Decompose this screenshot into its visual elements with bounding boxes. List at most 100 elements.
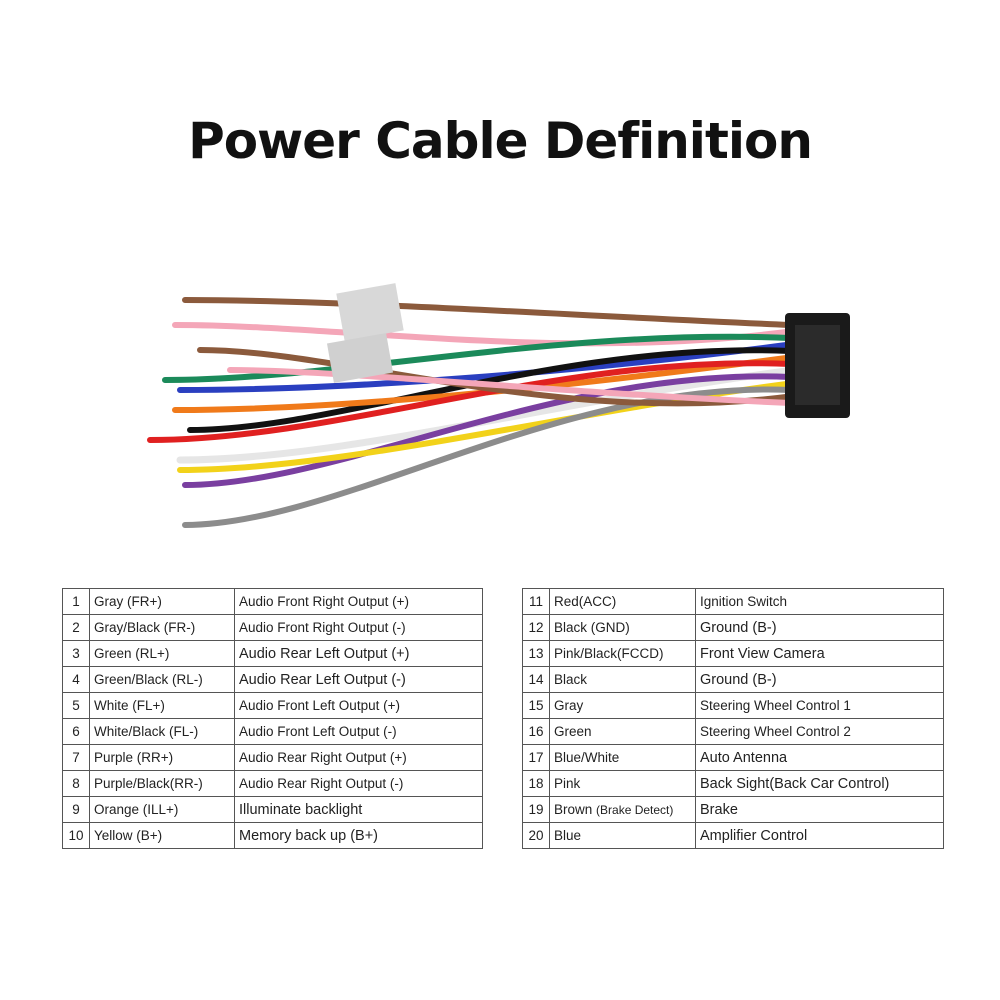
wire-function: Front View Camera [695,640,944,667]
pin-number: 1 [62,588,90,615]
pin-number: 10 [62,822,90,849]
table-row: 2 Gray/Black (FR-) Audio Front Right Outpu… [62,614,483,641]
wire-color-label: Black (GND) [554,620,630,635]
wire-color-label: Blue/White [554,750,620,765]
page-title: Power Cable Definition [188,112,813,170]
wire-color: Green/Black (RL-) [89,666,235,693]
wire [172,322,793,347]
wire-color-label: White/Black (FL-) [94,724,199,739]
pin-number: 6 [62,718,90,745]
table-row: 7 Purple (RR+) Audio Rear Right Output (+) [62,744,483,771]
wire-color-label: Red(ACC) [554,594,617,609]
wire-function: Ground (B-) [695,666,944,693]
pin-number: 13 [522,640,550,667]
wire-function: Ignition Switch [695,588,944,615]
wire-color: Gray/Black (FR-) [89,614,235,641]
table-row: 15 Gray Steering Wheel Control 1 [522,692,944,719]
wire-color-label: Yellow (B+) [94,828,163,843]
wire [147,360,793,443]
wire-labels [326,283,404,383]
wire-color-label: Green/Black (RL-) [94,672,203,687]
wire-color: Gray [549,692,696,719]
wire-function: Audio Rear Left Output (-) [234,666,483,693]
wire-color: Black [549,666,696,693]
power-cable-harness-image [147,283,850,528]
pin-number: 16 [522,718,550,745]
table-row: 13 Pink/Black(FCCD) Front View Camera [522,640,944,667]
wire-color-label: White (FL+) [94,698,165,713]
pin-number: 9 [62,796,90,823]
wire-color: Brown (Brake Detect) [549,796,696,823]
wire-function: Audio Rear Right Output (+) [234,744,483,771]
wire-color-label: Black [554,672,588,687]
wire-function: Ground (B-) [695,614,944,641]
wire-color: Pink/Black(FCCD) [549,640,696,667]
wire-color-label: Blue [554,828,582,843]
pin-number: 19 [522,796,550,823]
table-row: 6 White/Black (FL-) Audio Front Left Outpu… [62,718,483,745]
wire [182,386,793,528]
pin-number: 12 [522,614,550,641]
wire-color-label: Purple (RR+) [94,750,174,765]
table-row: 16 Green Steering Wheel Control 2 [522,718,944,745]
pin-number: 5 [62,692,90,719]
wire-color-label: Orange (ILL+) [94,802,179,817]
wire-function: Audio Front Right Output (-) [234,614,483,641]
wire-color: White (FL+) [89,692,235,719]
pin-number: 4 [62,666,90,693]
wire-function: Amplifier Control [695,822,944,849]
wire-color-label: Pink [554,776,581,791]
wire-color: Yellow (B+) [89,822,235,849]
wire [177,341,793,393]
pin-number: 17 [522,744,550,771]
wire-color: White/Black (FL-) [89,718,235,745]
pin-number: 7 [62,744,90,771]
wire-color: Pink [549,770,696,797]
wire-function: Audio Front Right Output (+) [234,588,483,615]
wire-color: Purple/Black(RR-) [89,770,235,797]
wire-function: Audio Front Left Output (-) [234,718,483,745]
table-row: 17 Blue/White Auto Antenna [522,744,944,771]
wire-color: Orange (ILL+) [89,796,235,823]
wire-function: Steering Wheel Control 1 [695,692,944,719]
pin-number: 14 [522,666,550,693]
wire-color-label: Gray/Black (FR-) [94,620,196,635]
wire-color: Red(ACC) [549,588,696,615]
pin-number: 15 [522,692,550,719]
wire-function: Illuminate backlight [234,796,483,823]
pin-number: 3 [62,640,90,667]
wire [162,333,793,383]
wire-color-label: Purple/Black(RR-) [94,776,203,791]
wire-function: Back Sight(Back Car Control) [695,770,944,797]
wire-color-label: Brown [554,802,593,817]
wire-color-note: (Brake Detect) [596,803,674,817]
wire-function: Steering Wheel Control 2 [695,718,944,745]
wire [227,367,793,406]
wire-color: Gray (FR+) [89,588,235,615]
wire-function: Audio Front Left Output (+) [234,692,483,719]
wire-color: Green [549,718,696,745]
wire-color: Blue [549,822,696,849]
wire [182,373,793,488]
wire-function: Auto Antenna [695,744,944,771]
table-row: 9 Orange (ILL+) Illuminate backlight [62,796,483,823]
table-row: 8 Purple/Black(RR-) Audio Rear Right Outpu… [62,770,483,797]
pin-number: 2 [62,614,90,641]
table-row: 12 Black (GND) Ground (B-) [522,614,944,641]
wire-color-label: Pink/Black(FCCD) [554,646,664,661]
pin-number: 8 [62,770,90,797]
table-row: 14 Black Ground (B-) [522,666,944,693]
wire-color-label: Green [554,724,592,739]
wire-function: Audio Rear Left Output (+) [234,640,483,667]
wire-function: Audio Rear Right Output (-) [234,770,483,797]
wire-color-label: Gray [554,698,584,713]
